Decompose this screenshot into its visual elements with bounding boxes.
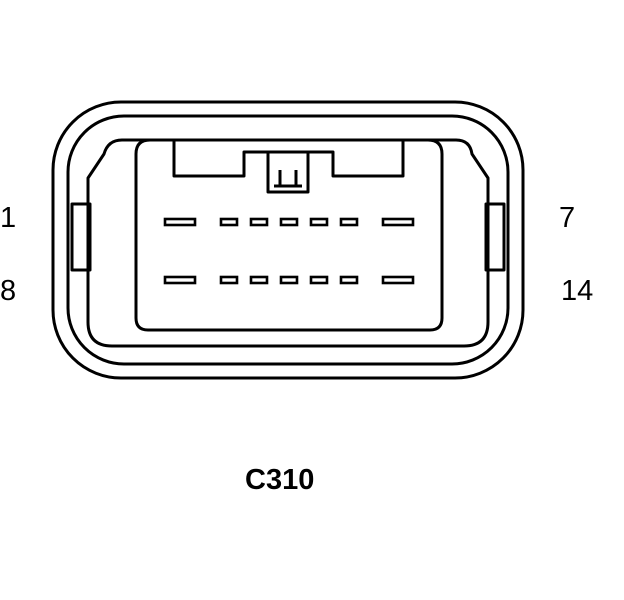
pin-label-7: 7 xyxy=(559,202,576,234)
locking-latch xyxy=(266,150,310,194)
pin-label-14: 14 xyxy=(561,275,594,307)
side-tab-left xyxy=(70,202,92,272)
side-tab-right xyxy=(484,202,506,272)
pin-cavity-6 xyxy=(339,217,359,227)
connector-id-label: C310 xyxy=(245,464,315,496)
connector-inner-shell xyxy=(66,114,510,366)
connector-housing xyxy=(86,138,490,348)
pin-cavity-12 xyxy=(309,275,329,285)
pin-cavity-11 xyxy=(279,275,299,285)
pin-label-1: 1 xyxy=(0,202,17,234)
connector-outer-shell xyxy=(51,100,525,380)
pin-cavity-1 xyxy=(163,217,197,227)
pin-label-8: 8 xyxy=(0,275,17,307)
pin-cavity-7 xyxy=(381,217,415,227)
pin-cavity-5 xyxy=(309,217,329,227)
pin-cavity-4 xyxy=(279,217,299,227)
pin-cavity-2 xyxy=(219,217,239,227)
pin-cavity-13 xyxy=(339,275,359,285)
pin-cavity-8 xyxy=(163,275,197,285)
connector-face xyxy=(134,138,444,332)
pin-cavity-14 xyxy=(381,275,415,285)
pin-cavity-9 xyxy=(219,275,239,285)
pin-cavity-10 xyxy=(249,275,269,285)
pin-cavity-3 xyxy=(249,217,269,227)
